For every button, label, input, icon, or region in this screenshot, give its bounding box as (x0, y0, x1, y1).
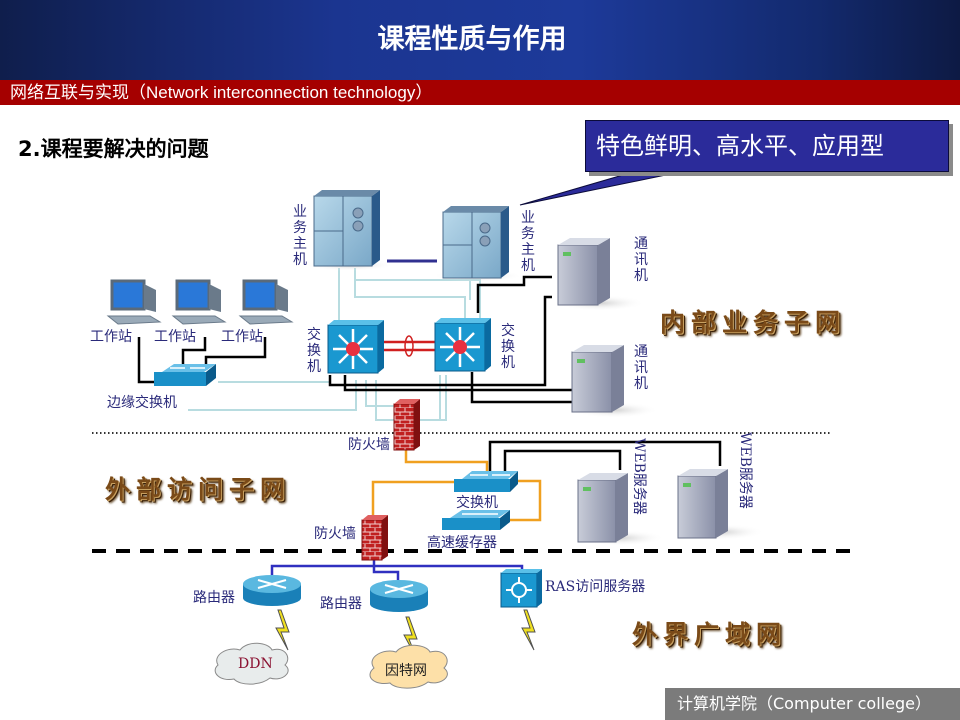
slide-header: 课程性质与作用 (0, 0, 960, 80)
slide-title: 课程性质与作用 (377, 24, 567, 55)
core-switch-1-label: 交换机 (307, 327, 321, 375)
workstation-3-icon (238, 279, 294, 325)
web-server-1-icon (575, 473, 665, 546)
trunk-link (378, 335, 435, 357)
comm-server-1-icon (555, 238, 645, 311)
workstation-2-icon (171, 279, 227, 325)
edge-switch-icon (154, 364, 216, 386)
course-subtitle-bar: 网络互联与实现（Network interconnection technolo… (0, 80, 960, 105)
business-host-2-icon (433, 206, 523, 282)
core-switch-2-label: 交换机 (501, 323, 515, 371)
ddn-cloud-label: DDN (238, 656, 273, 672)
workstation-1-icon (106, 279, 162, 325)
cache-label: 高速缓存器 (427, 535, 497, 551)
business-host-1-label: 业务主机 (293, 204, 307, 268)
firewall-1-label: 防火墙 (348, 437, 390, 453)
comm-server-2-label: 通讯机 (634, 344, 648, 392)
workstation-1-label: 工作站 (90, 329, 132, 345)
callout-tail (519, 169, 691, 206)
router-1-icon (243, 575, 301, 606)
callout-text: 特色鲜明、高水平、应用型 (596, 132, 884, 160)
zone-wan: 外界广域网 (632, 620, 788, 649)
business-host-2-label: 业务主机 (521, 210, 535, 274)
dmz-switch-icon (454, 471, 518, 492)
internet-cloud-icon (369, 644, 448, 689)
web-server-1-label: WEB服务器 (631, 438, 647, 515)
ddn-cloud-icon (214, 642, 289, 685)
black-links (137, 275, 722, 474)
business-host-1-icon (305, 190, 395, 271)
core-switch-2-icon (434, 318, 491, 372)
firewall-2-label: 防火墙 (314, 526, 356, 542)
edge-switch-label: 边缘交换机 (107, 395, 177, 411)
ras-server-icon (500, 569, 542, 608)
router-2-icon (370, 580, 428, 612)
footer-text: 计算机学院（Computer college） (677, 694, 931, 713)
course-subtitle: 网络互联与实现（Network interconnection technolo… (10, 83, 433, 102)
web-server-2-label: WEB服务器 (737, 432, 753, 509)
comm-server-2-icon (569, 345, 659, 418)
workstation-2-label: 工作站 (154, 329, 196, 345)
router-1-label: 路由器 (193, 590, 235, 606)
firewall-1-icon (393, 399, 420, 451)
comm-server-1-label: 通讯机 (634, 236, 648, 284)
ras-server-label: RAS访问服务器 (545, 579, 646, 595)
firewall-2-icon (361, 515, 388, 561)
zone-external-access-subnet: 外部访问子网 (105, 475, 292, 504)
footer-bar: 计算机学院（Computer college） (665, 688, 960, 720)
wan-links (270, 556, 524, 580)
callout-box: 特色鲜明、高水平、应用型 (585, 120, 949, 172)
wan-link-bolts (275, 609, 536, 658)
zone-internal-business-subnet: 内部业务子网 (660, 308, 847, 337)
router-2-label: 路由器 (320, 596, 362, 612)
section-title: 2.课程要解决的问题 (18, 137, 209, 161)
workstation-3-label: 工作站 (221, 329, 263, 345)
dmz-switch-label: 交换机 (456, 495, 498, 511)
core-switch-1-icon (327, 320, 384, 374)
cache-icon (442, 510, 510, 530)
dmz-links (371, 450, 542, 522)
web-server-2-icon (675, 469, 765, 540)
internet-cloud-label: 因特网 (385, 663, 427, 679)
